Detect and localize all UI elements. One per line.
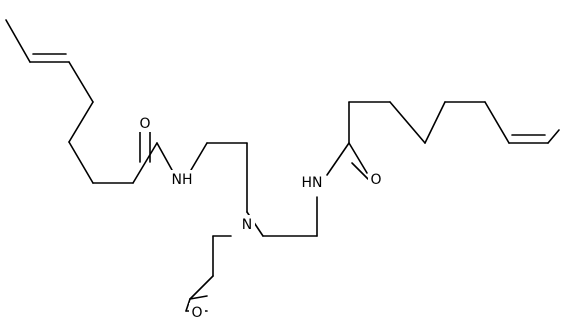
bond [547, 129, 560, 144]
bond [189, 275, 214, 300]
label-background [137, 114, 153, 132]
atom-labels: O NH N HN O O [137, 114, 384, 321]
bond [189, 295, 208, 300]
label-background [368, 170, 384, 188]
glycidyl-group [185, 235, 232, 312]
carbonyl-bond [351, 162, 369, 180]
bond [68, 61, 94, 103]
bond [190, 142, 208, 171]
bond [68, 141, 94, 184]
atom-nh-right: HN [302, 175, 323, 191]
bond [484, 101, 510, 144]
bond [132, 142, 158, 184]
bond [424, 101, 446, 144]
label-background [170, 170, 194, 188]
bond [185, 298, 191, 312]
left-octenoyl-chain [5, 19, 173, 184]
left-ethylene-linker [190, 142, 248, 213]
atom-o-left-amide: O [139, 116, 150, 132]
label-background [239, 215, 255, 233]
atom-o-epoxide: O [191, 305, 202, 321]
atom-nh-left: NH [172, 172, 193, 188]
right-ethylene-linker [246, 196, 318, 237]
bond [68, 101, 94, 143]
label-background [189, 303, 205, 321]
atom-o-right-amide: O [370, 172, 381, 188]
bond [348, 142, 368, 174]
bond [389, 101, 426, 144]
label-background [300, 173, 324, 191]
bond [156, 142, 173, 171]
atom-n-center: N [242, 217, 252, 233]
right-octenoyl-chain [326, 101, 560, 180]
bond [5, 19, 31, 63]
bond [326, 142, 350, 176]
